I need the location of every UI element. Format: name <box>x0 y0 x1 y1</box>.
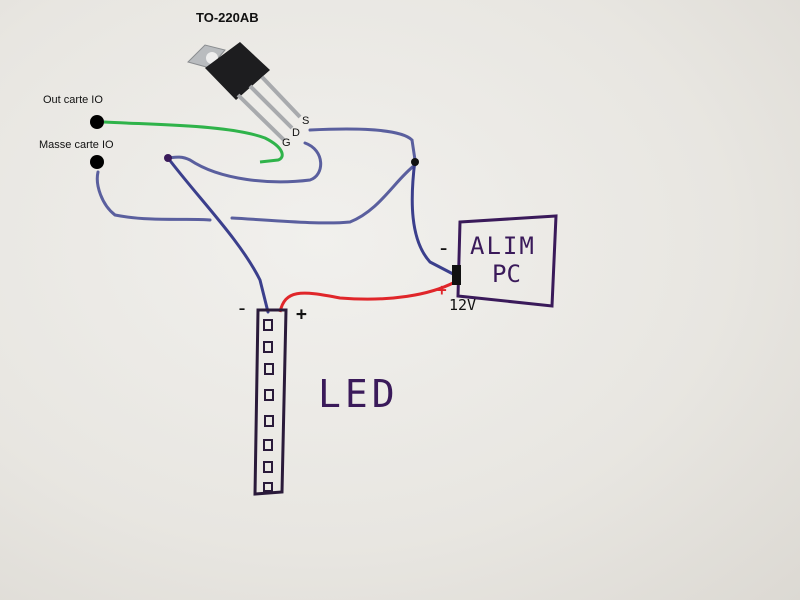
red-plus-wire <box>278 280 456 313</box>
transistor-body <box>205 42 270 100</box>
out-io-label: Out carte IO <box>43 94 103 106</box>
drain-junction-dot <box>164 154 172 162</box>
pin-d-label: D <box>292 127 300 139</box>
blue-wires <box>95 127 457 314</box>
led-cell <box>264 389 274 401</box>
psu-minus-sign: - <box>437 236 451 261</box>
transistor-image <box>187 42 302 142</box>
pin-g <box>236 93 286 142</box>
led-cell <box>264 363 274 375</box>
pin-d <box>248 84 294 130</box>
led-minus-wire <box>166 156 270 314</box>
led-plus-sign: + <box>296 304 307 325</box>
led-cell <box>263 461 273 473</box>
psu-plus-sign: + <box>437 280 447 299</box>
psu-voltage: 12V <box>449 296 477 314</box>
psu-label-line2: PC <box>492 260 521 288</box>
led-label: LED <box>318 372 399 416</box>
psu-label-line1: ALIM <box>470 232 536 260</box>
pin-s <box>260 75 302 119</box>
out-io-terminal <box>90 115 104 129</box>
led-strip <box>253 308 288 496</box>
led-cell <box>263 319 273 331</box>
ground-io-terminal <box>90 155 104 169</box>
psu-minus-wire <box>410 158 457 277</box>
led-cell <box>263 482 273 492</box>
source-junction-dot <box>411 158 419 166</box>
ground-wire-right <box>230 163 417 225</box>
led-minus-sign: - <box>236 296 249 320</box>
green-gate-wire <box>103 120 284 164</box>
led-cells <box>263 319 274 492</box>
led-cell <box>263 439 273 451</box>
pin-g-label: G <box>282 137 291 149</box>
psu-connector <box>452 265 461 285</box>
ground-io-label: Masse carte IO <box>39 139 114 151</box>
led-cell <box>264 415 274 427</box>
pin-s-label: S <box>302 115 310 127</box>
led-cell <box>263 341 273 353</box>
ground-wire-left <box>95 170 212 222</box>
source-wire <box>308 127 417 162</box>
component-title: TO-220AB <box>196 10 259 25</box>
drain-loop-wire <box>166 141 323 184</box>
